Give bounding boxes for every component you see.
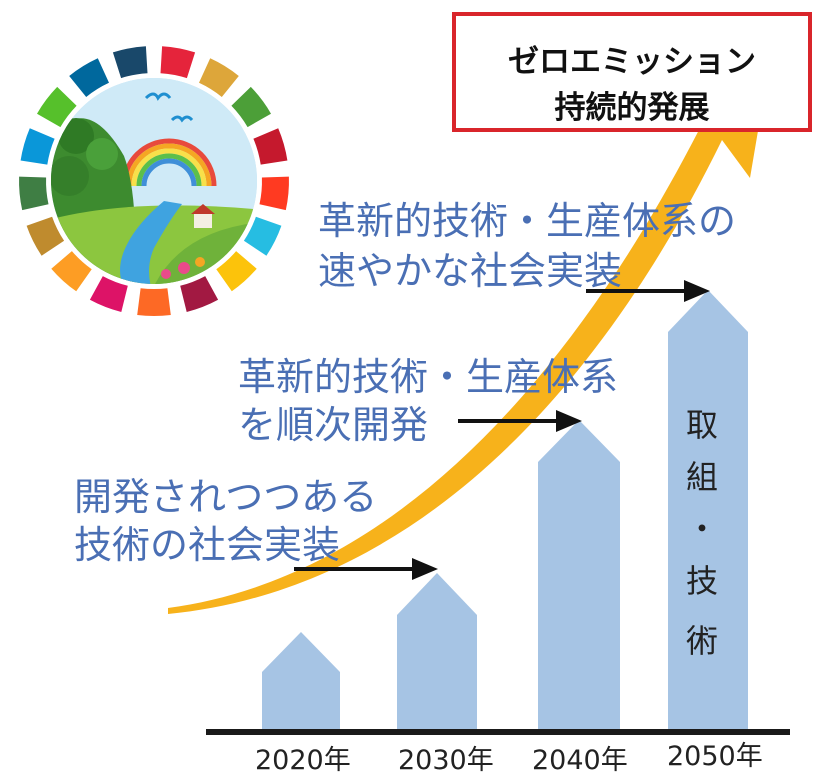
vertical-label-char-4: 技 xyxy=(685,562,718,600)
stage3-label-line2: 速やかな社会実装 xyxy=(318,249,623,293)
stage1-label-line2: 技術の社会実装 xyxy=(74,523,341,567)
vertical-label-char-1: 取 xyxy=(685,406,718,444)
pointer-arrow-2050 xyxy=(586,280,710,302)
vertical-label-char-3: ・ xyxy=(685,510,718,548)
bar-2050 xyxy=(668,290,748,732)
timeline-baseline xyxy=(206,729,790,735)
bar-2040 xyxy=(538,420,620,732)
wheel-segment xyxy=(199,58,239,97)
wheel-segment xyxy=(243,216,282,256)
wheel-segment xyxy=(20,128,55,165)
vertical-label-char-5: 術 xyxy=(685,622,718,660)
wheel-segment xyxy=(19,176,49,211)
wheel-segment xyxy=(160,46,196,79)
bar-2020 xyxy=(262,632,340,732)
pointer-arrow-2030 xyxy=(294,558,438,580)
wheel-segment xyxy=(180,276,219,312)
wheel-segment xyxy=(37,86,77,128)
stage2-label-line2: を順次開発 xyxy=(238,403,429,447)
wheel-segment xyxy=(69,58,109,97)
goal-title-line1: ゼロエミッション xyxy=(508,44,756,80)
pointer-arrow-2040 xyxy=(458,410,582,432)
year-label-2030: 2030年 xyxy=(398,745,494,776)
year-label-2040: 2040年 xyxy=(532,745,628,776)
wheel-segment xyxy=(231,86,271,128)
stage3-label-line1: 革新的技術・生産体系の xyxy=(318,199,737,243)
goal-box: ゼロエミッション 持続的発展 xyxy=(452,12,812,132)
bar-2030 xyxy=(397,573,477,732)
wheel-segment xyxy=(137,288,171,317)
wheel-segment xyxy=(253,128,288,165)
wheel-segment xyxy=(259,176,289,211)
wheel-segment xyxy=(26,216,65,256)
wheel-segment xyxy=(89,276,128,312)
wheel-segment xyxy=(112,46,148,79)
year-label-2050: 2050年 xyxy=(667,741,763,772)
stage2-label-line1: 革新的技術・生産体系 xyxy=(238,355,619,399)
wheel-segment xyxy=(216,251,257,292)
year-label-2020: 2020年 xyxy=(255,745,351,776)
vertical-label-char-2: 組 xyxy=(685,458,718,496)
wheel-segment xyxy=(51,251,92,292)
sdgs-wheel-landscape-icon xyxy=(19,46,289,317)
stage1-label-line1: 開発されつつある xyxy=(74,475,378,519)
goal-title-line2: 持続的発展 xyxy=(554,90,710,126)
